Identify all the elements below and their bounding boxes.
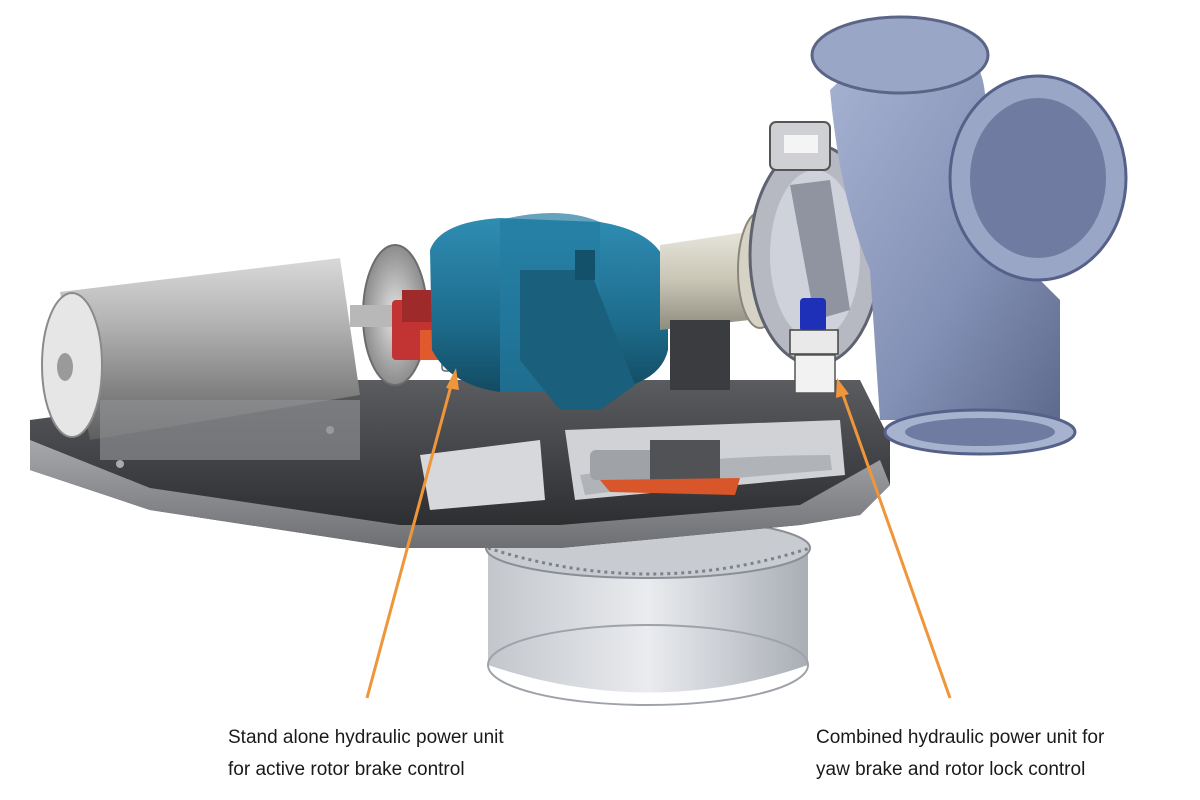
generator: [41, 258, 360, 460]
callout-right-line1: Combined hydraulic power unit for: [816, 727, 1105, 748]
arrow-pointer-icon: [365, 368, 459, 699]
rotor-hub: [810, 15, 1128, 456]
callout-left-line2: for active rotor brake control: [228, 759, 465, 780]
callout-right-line2: yaw brake and rotor lock control: [816, 759, 1086, 780]
callout-right: Combined hydraulic power unit for yaw br…: [816, 722, 1104, 786]
combined-hydraulic-power-unit: [789, 298, 839, 394]
arrow-pointer-icon: [836, 378, 952, 699]
callout-left: Stand alone hydraulic power unit for act…: [228, 722, 504, 786]
gearbox: [430, 212, 668, 410]
callout-left-line1: Stand alone hydraulic power unit: [228, 727, 504, 748]
tower-section: [485, 517, 811, 706]
